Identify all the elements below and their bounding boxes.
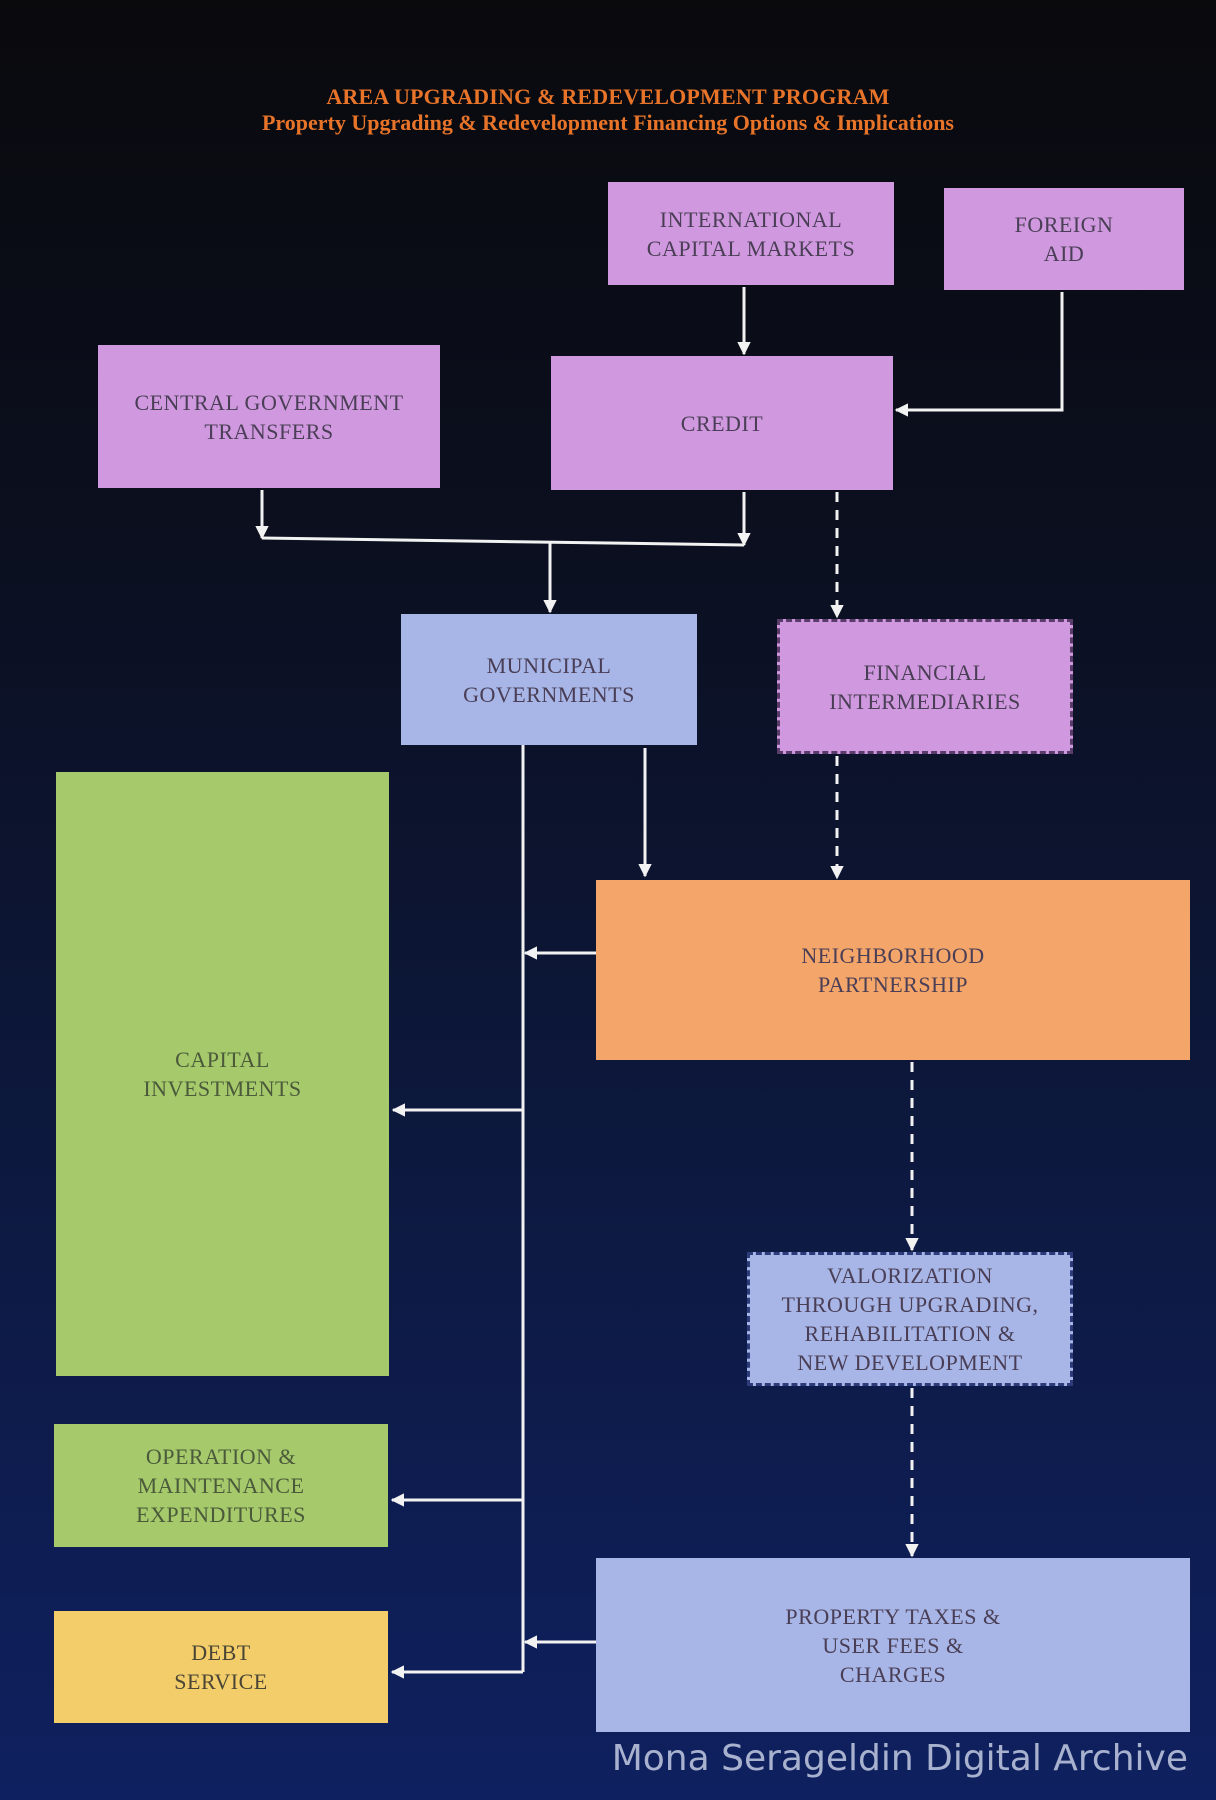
diagram-title: AREA UPGRADING & REDEVELOPMENT PROGRAM [326, 84, 890, 109]
node-property-taxes: PROPERTY TAXES & USER FEES & CHARGES [596, 1558, 1190, 1732]
node-debt-service: DEBT SERVICE [54, 1611, 388, 1723]
node-international-capital-markets: INTERNATIONAL CAPITAL MARKETS [608, 182, 894, 285]
node-municipal-governments: MUNICIPAL GOVERNMENTS [401, 614, 697, 745]
node-capital-investments: CAPITAL INVESTMENTS [56, 772, 389, 1376]
node-operation-maintenance: OPERATION & MAINTENANCE EXPENDITURES [54, 1424, 388, 1547]
archive-watermark: Mona Serageldin Digital Archive [611, 1738, 1188, 1779]
node-valorization: VALORIZATION THROUGH UPGRADING, REHABILI… [747, 1252, 1073, 1386]
node-neighborhood-partnership: NEIGHBORHOOD PARTNERSHIP [596, 880, 1190, 1060]
node-central-government-transfers: CENTRAL GOVERNMENT TRANSFERS [98, 345, 440, 488]
connector-merge-horizontal [261, 536, 745, 547]
arrow-foreign-aid-to-credit [894, 292, 1064, 417]
diagram-subtitle: Property Upgrading & Redevelopment Finan… [261, 110, 954, 135]
node-credit: CREDIT [551, 356, 893, 490]
node-financial-intermediaries: FINANCIAL INTERMEDIARIES [777, 619, 1073, 754]
node-foreign-aid: FOREIGN AID [944, 188, 1184, 290]
